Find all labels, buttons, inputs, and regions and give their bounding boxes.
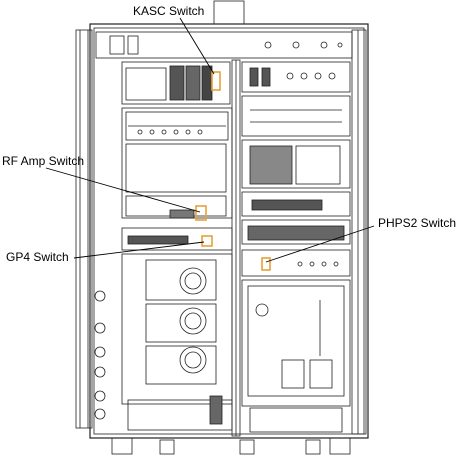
roof-box — [213, 0, 245, 26]
kasc-switch-label: KASC Switch — [133, 4, 205, 18]
cabinet-feet — [111, 437, 351, 455]
leader-lines — [45, 17, 375, 263]
right-rack — [241, 61, 351, 433]
left-rack — [121, 61, 233, 431]
leader-kasc — [179, 17, 215, 75]
gp4-switch-label: GP4 Switch — [6, 250, 69, 264]
top-rail — [95, 31, 353, 59]
leader-rf — [45, 167, 201, 213]
door-devices — [94, 290, 106, 420]
leader-phps2 — [265, 225, 375, 263]
leader-gp4 — [73, 241, 205, 259]
rf-amp-switch-label: RF Amp Switch — [2, 154, 85, 168]
phps2-switch-label: PHPS2 Switch — [378, 216, 457, 230]
